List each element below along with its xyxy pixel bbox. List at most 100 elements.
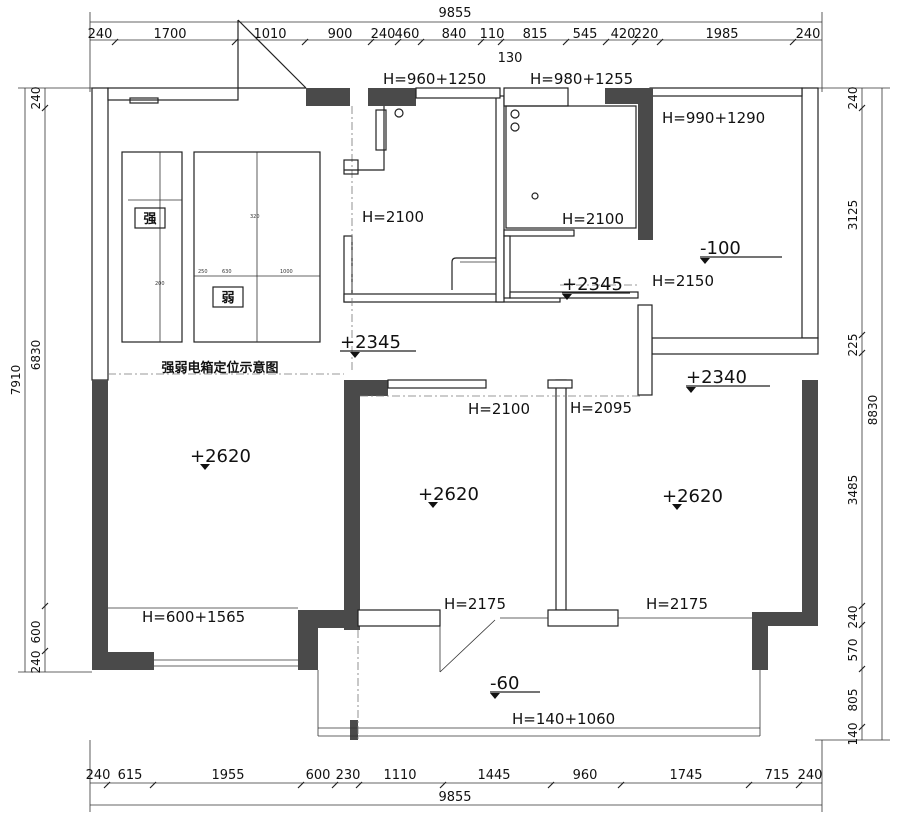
left-lower-wall xyxy=(92,380,108,670)
kitchen-counter-wall xyxy=(503,229,575,237)
level-triangle-8 xyxy=(490,693,500,699)
level-triangle-3 xyxy=(350,352,360,358)
balcony-door-swing xyxy=(439,619,496,673)
partition-cap-bottom xyxy=(547,609,619,627)
level-label-4: +2340 xyxy=(686,367,747,388)
right-seg-7: 805 xyxy=(846,689,860,712)
bottom-seg-11: 240 xyxy=(798,768,823,783)
top-seg-12: 220 xyxy=(634,27,659,42)
top-seg-7: 840 xyxy=(442,27,467,42)
top-tick-marks xyxy=(111,38,797,46)
inset-mark-5: 630 xyxy=(222,269,232,275)
partition-cap-top xyxy=(547,379,573,389)
right-upper-wall xyxy=(801,87,819,339)
bottom-left-wall xyxy=(92,652,154,670)
top-window-wall-1 xyxy=(415,87,501,99)
level-label-8: -60 xyxy=(490,673,519,694)
level-label-7: +2620 xyxy=(662,486,723,507)
level-label-3: +2345 xyxy=(340,332,401,353)
height-label-8: H=2095 xyxy=(570,399,632,417)
top-seg-11: 420 xyxy=(611,27,636,42)
bedroom-left-wall xyxy=(344,380,360,630)
top-seg-5: 240 xyxy=(371,27,396,42)
bedroom-bottom-wall xyxy=(357,609,441,627)
bedroom-partition xyxy=(555,379,567,611)
top-dimension-chain: 9855 240 1700 1010 900 240 460 840 110 8… xyxy=(88,6,823,92)
right-seg-2: 3125 xyxy=(846,200,860,231)
top-right-sill xyxy=(649,87,803,97)
top-seg-10: 545 xyxy=(573,27,598,42)
right-seg-3: 225 xyxy=(846,334,860,357)
bath-drain-1 xyxy=(394,108,404,118)
top-total-label: 9855 xyxy=(438,6,471,21)
bath-left-wall xyxy=(343,235,353,303)
bottom-total-label: 9855 xyxy=(438,790,471,805)
bottom-seg-2: 615 xyxy=(118,768,143,783)
bottom-seg-5: 230 xyxy=(336,768,361,783)
top-seg-3: 1010 xyxy=(253,27,286,42)
windows-and-openings xyxy=(108,19,761,740)
level-triangle-1 xyxy=(700,258,710,264)
bottom-right-wall xyxy=(752,612,818,626)
left-total-label: 7910 xyxy=(9,365,23,396)
height-label-5: H=2100 xyxy=(562,210,624,228)
bath-shower-wall xyxy=(344,106,385,171)
top-seg-14: 240 xyxy=(796,27,821,42)
inset-mark-1: 320 xyxy=(250,214,260,220)
top-seg-1: 240 xyxy=(88,27,113,42)
right-total-label: 8830 xyxy=(866,395,880,426)
top-seg-6: 460 xyxy=(395,27,420,42)
top-seg-13: 1985 xyxy=(705,27,738,42)
right-seg-5: 240 xyxy=(846,606,860,629)
kitchen-lower-wall xyxy=(503,235,511,299)
right-mid-wall xyxy=(651,337,819,355)
height-label-7: H=2100 xyxy=(468,400,530,418)
level-triangle-5 xyxy=(200,464,210,470)
bottom-mid-stub xyxy=(298,610,318,670)
inset-mark-3: 1000 xyxy=(280,269,293,275)
bottom-seg-8: 960 xyxy=(573,768,598,783)
bottom-seg-3: 1955 xyxy=(211,768,244,783)
top-window-wall-2 xyxy=(503,87,569,107)
bottom-seg-10: 715 xyxy=(765,768,790,783)
level-triangle-6 xyxy=(428,502,438,508)
top-left-wall xyxy=(107,87,239,101)
left-tick-marks xyxy=(41,104,49,655)
height-label-12: H=140+1060 xyxy=(512,710,615,728)
inset-strong-label: 强 xyxy=(143,212,156,227)
bottom-seg-4: 600 xyxy=(306,768,331,783)
top-wall-b xyxy=(368,88,416,106)
bath-vanity xyxy=(375,109,387,151)
height-label-1: H=960+1250 xyxy=(383,70,486,88)
kitchen-burner-2 xyxy=(510,122,520,132)
kitchen-bottom-wall xyxy=(509,291,639,299)
fixtures xyxy=(129,97,637,290)
height-label-2: H=980+1255 xyxy=(530,70,633,88)
bath-divider xyxy=(495,95,505,303)
balcony-post xyxy=(350,720,358,740)
walls xyxy=(91,87,819,740)
left-seg-3: 600 xyxy=(29,621,43,644)
bath-toilet-corner xyxy=(451,257,496,290)
level-label-1: -100 xyxy=(700,238,741,259)
right-seg-8: 140 xyxy=(846,723,860,746)
wall-box-top xyxy=(129,97,159,104)
bottom-tick-marks xyxy=(103,781,803,789)
level-label-5: +2620 xyxy=(190,446,251,467)
left-seg-1: 240 xyxy=(29,87,43,110)
inset-mark-2: 200 xyxy=(155,281,165,287)
level-label-6: +2620 xyxy=(418,484,479,505)
height-label-4: H=2100 xyxy=(362,208,424,226)
bedroom-left-header xyxy=(344,380,388,396)
bedroom-door-header xyxy=(387,379,487,389)
kitchen-drain xyxy=(531,192,539,200)
bath-small-box xyxy=(343,159,359,175)
top-seg-8: 110 xyxy=(480,27,505,42)
left-dimension-chain: 7910 6830 240 240 600 xyxy=(9,87,92,673)
inset-mark-4: 250 xyxy=(198,269,208,275)
left-upper-wall xyxy=(91,87,109,381)
kitchen-counter xyxy=(505,105,637,229)
level-label-2: +2345 xyxy=(562,274,623,295)
mid-column-wall xyxy=(637,304,653,396)
